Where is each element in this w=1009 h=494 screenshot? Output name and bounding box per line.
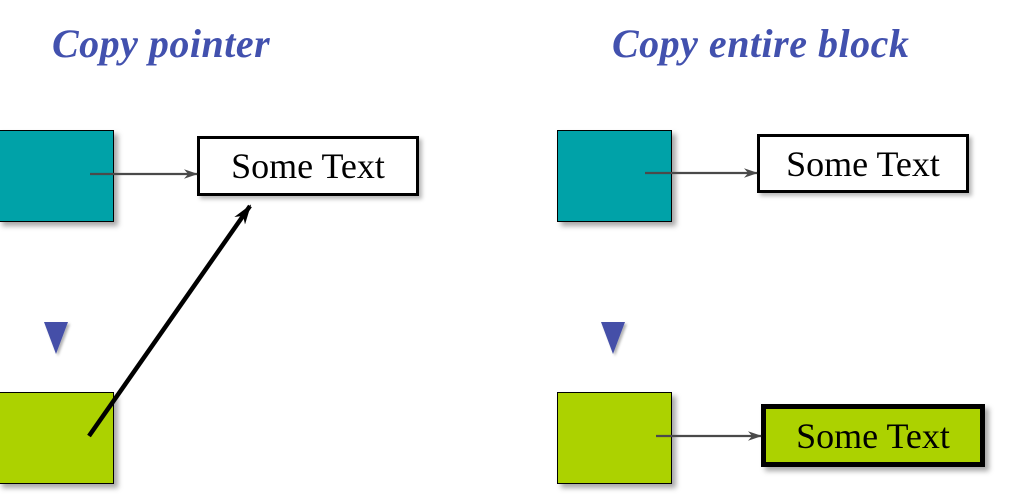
- source-block-left: [0, 130, 114, 222]
- panel-title-copy-entire-block: Copy entire block: [612, 21, 910, 66]
- copy-arrow-right-head: [601, 322, 625, 354]
- target-block-left: [0, 392, 114, 484]
- copied-data-box-right: Some Text: [761, 404, 985, 467]
- data-box-left: Some Text: [197, 136, 419, 196]
- data-box-right: Some Text: [757, 134, 969, 193]
- panel-title-copy-pointer: Copy pointer: [52, 21, 271, 66]
- target-block-right: [557, 392, 672, 484]
- copy-arrow-left-head: [44, 322, 68, 354]
- source-block-right: [557, 130, 672, 222]
